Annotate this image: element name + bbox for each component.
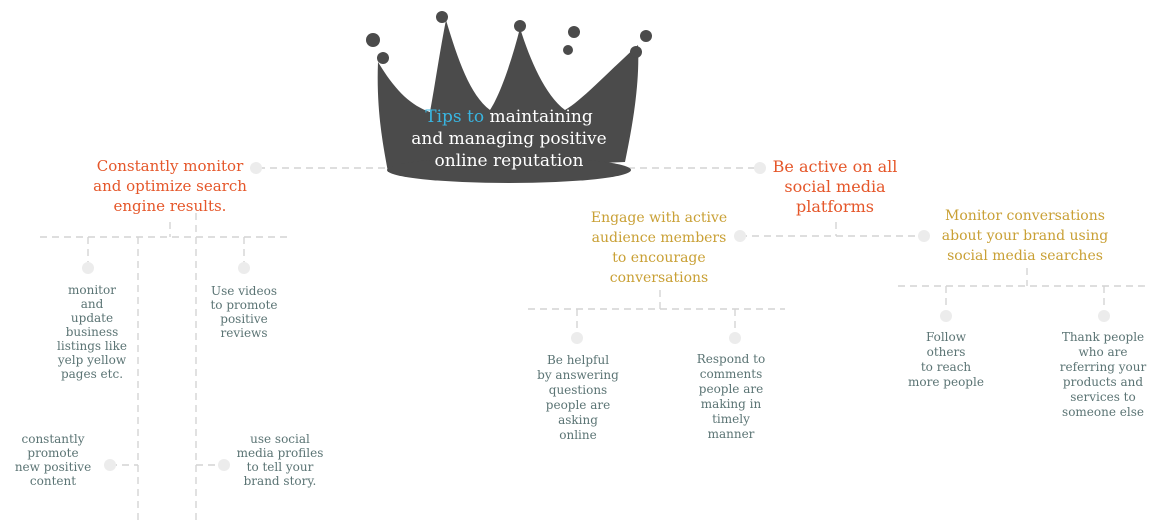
sub-branch-monitor: Monitor conversations about your brand u… xyxy=(941,208,1109,264)
diagram-title: Tips to maintaining and managing positiv… xyxy=(400,106,618,172)
title-accent: Tips to xyxy=(425,107,485,127)
node-dot xyxy=(754,162,766,174)
node-dot xyxy=(218,459,230,471)
leaf-respond-comments: Respond to comments people are making in… xyxy=(696,352,766,441)
branch-label-search: Constantly monitor and optimize search e… xyxy=(93,157,247,215)
leaf-be-helpful: Be helpful by answering questions people… xyxy=(537,353,619,442)
node-dot xyxy=(238,262,250,274)
leaf-follow-others: Follow others to reach more people xyxy=(908,330,984,389)
leaf-monitor-listings: monitor and update business listings lik… xyxy=(57,283,127,381)
node-dot xyxy=(82,262,94,274)
node-dot xyxy=(1098,310,1110,322)
sub-branch-engage: Engage with active audience members to e… xyxy=(590,210,728,286)
title-line3: online reputation xyxy=(434,151,584,171)
node-dot xyxy=(734,230,746,242)
node-dot xyxy=(104,459,116,471)
leaf-promote-content: constantly promote new positive content xyxy=(14,432,92,488)
title-line1: maintaining xyxy=(484,107,593,127)
crown-icon xyxy=(366,11,652,183)
node-dot xyxy=(571,332,583,344)
node-dot xyxy=(729,332,741,344)
leaf-use-videos: Use videos to promote positive reviews xyxy=(210,284,278,340)
node-dot xyxy=(250,162,262,174)
node-dot xyxy=(918,230,930,242)
leaf-thank-people: Thank people who are referring your prod… xyxy=(1059,330,1147,419)
leaf-social-profiles: use social media profiles to tell your b… xyxy=(236,432,324,488)
title-line2: and managing positive xyxy=(411,129,607,149)
branch-label-social: Be active on all social media platforms xyxy=(772,157,898,216)
node-dot xyxy=(940,310,952,322)
